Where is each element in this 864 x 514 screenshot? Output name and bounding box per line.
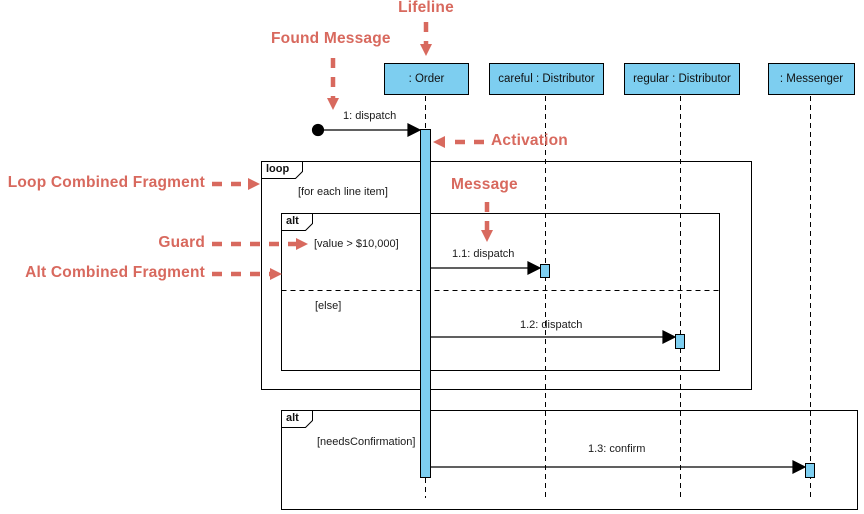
message-1-2-label: 1.2: dispatch [520, 319, 583, 331]
activation-bar-messenger [805, 463, 815, 478]
guard-annotation-arrowhead [296, 238, 308, 250]
message-1-3-label: 1.3: confirm [588, 443, 646, 455]
loop-annotation-arrowhead [248, 178, 260, 190]
alt-guard-else: [else] [315, 300, 342, 312]
message-1-1-arrowhead [527, 261, 542, 275]
message-1-label: 1: dispatch [343, 110, 397, 122]
annotation-loop-fragment: Loop Combined Fragment [7, 174, 205, 191]
annotation-message: Message [451, 176, 518, 193]
found-message-annotation-arrowhead [327, 98, 339, 110]
lifeline-head-order: : Order [384, 63, 469, 95]
message-1-2-arrowhead [662, 330, 677, 344]
annotation-activation: Activation [491, 132, 568, 149]
activation-annotation-arrowhead [433, 136, 445, 148]
lifeline-head-careful-distributor: careful : Distributor [489, 63, 604, 95]
found-message-endpoint [311, 123, 325, 137]
alt-bottom-fragment-frame [281, 410, 858, 510]
lifeline-head-messenger: : Messenger [768, 63, 855, 95]
loop-operator-pentagon [261, 161, 303, 179]
loop-fragment-frame [261, 161, 752, 390]
loop-operator-label: loop [266, 163, 290, 175]
alt-guard-needs-confirmation: [needsConfirmation] [317, 436, 416, 448]
alt-annotation-arrowhead [270, 268, 282, 280]
loop-guard: [for each line item] [298, 186, 388, 198]
alt-guard-value: [value > $10,000] [314, 238, 399, 250]
lifeline-label-messenger: : Messenger [779, 73, 844, 85]
lifeline-label-careful-distributor: careful : Distributor [498, 73, 595, 85]
alt-inner-operator-label: alt [286, 215, 299, 227]
activation-bar-careful [540, 264, 550, 278]
alt-inner-fragment-frame [281, 213, 720, 371]
annotation-alt-fragment: Alt Combined Fragment [25, 264, 205, 281]
message-annotation-arrowhead [481, 230, 493, 242]
alt-bottom-operator-pentagon [281, 410, 313, 428]
message-1-3-arrowhead [792, 460, 807, 474]
message-1-1-label: 1.1: dispatch [452, 248, 515, 260]
lifeline-label-order: : Order [408, 73, 445, 85]
annotation-found-message: Found Message [271, 30, 391, 47]
activation-bar-order [420, 129, 431, 478]
alt-bottom-operator-label: alt [286, 412, 299, 424]
annotation-guard: Guard [158, 234, 205, 251]
lifeline-head-regular-distributor: regular : Distributor [624, 63, 740, 95]
activation-bar-regular [675, 334, 685, 349]
message-1-arrowhead [407, 123, 422, 137]
annotation-lifeline: Lifeline [398, 0, 454, 16]
lifeline-label-regular-distributor: regular : Distributor [633, 73, 731, 85]
lifeline-annotation-arrowhead [420, 44, 432, 56]
alt-inner-operator-pentagon [281, 213, 313, 231]
